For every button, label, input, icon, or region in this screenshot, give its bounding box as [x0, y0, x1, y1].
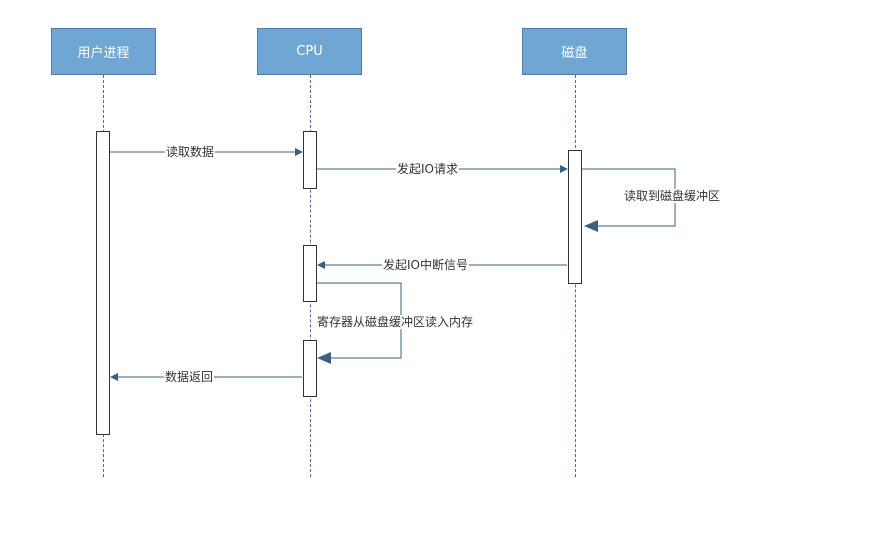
activation-user-process	[96, 131, 110, 435]
participant-label: 用户进程	[77, 46, 130, 61]
label-read-data: 读取数据	[165, 145, 216, 159]
label-return-data: 数据返回	[164, 370, 215, 384]
participant-user-process: 用户进程	[51, 28, 156, 75]
label-io-interrupt: 发起IO中断信号	[382, 258, 469, 272]
participant-cpu: CPU	[257, 28, 362, 75]
activation-cpu-2	[303, 245, 317, 302]
participant-label: CPU	[296, 44, 323, 59]
activation-disk	[568, 150, 582, 284]
participant-disk: 磁盘	[522, 28, 627, 75]
activation-cpu-1	[303, 131, 317, 189]
participant-label: 磁盘	[561, 46, 588, 61]
label-read-to-buffer: 读取到磁盘缓冲区	[623, 189, 722, 203]
activation-cpu-3	[303, 340, 317, 397]
label-io-request: 发起IO请求	[396, 162, 459, 176]
label-register-copy: 寄存器从磁盘缓冲区读入内存	[316, 315, 475, 329]
